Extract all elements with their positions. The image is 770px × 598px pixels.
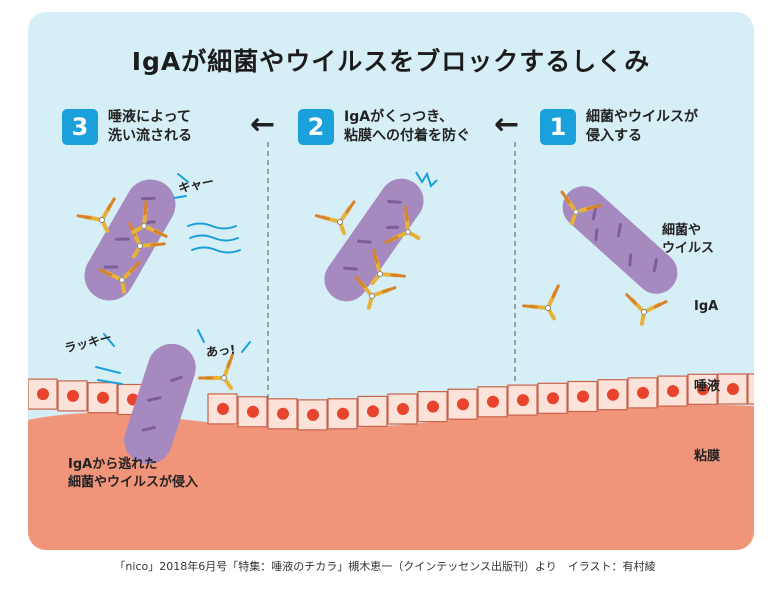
iga-antibody: [354, 275, 397, 310]
iga-antibody: [522, 284, 560, 321]
cell-nucleus: [577, 390, 589, 403]
iga-antibody: [198, 353, 234, 390]
bacterium-step2: [324, 178, 424, 302]
epithelial-cell: [747, 373, 754, 405]
step-2-line2: 粘膜への付着を防ぐ: [344, 128, 470, 144]
bacterium-step3: [84, 179, 176, 301]
saliva-label: 唾液: [694, 379, 721, 394]
page-title: IgAが細菌やウイルスをブロックするしくみ: [131, 47, 651, 76]
cell-nucleus: [607, 388, 619, 401]
cell-nucleus: [277, 407, 289, 420]
iga-antibody: [76, 197, 116, 233]
arrow-left-icon: ←: [250, 107, 276, 142]
step-3-line2: 洗い流される: [108, 128, 192, 144]
cell-nucleus: [697, 383, 709, 396]
step-1-line1: 細菌やウイルスが: [586, 109, 698, 125]
cell-nucleus: [97, 391, 109, 404]
iga-antibody: [384, 206, 421, 244]
iga-label: IgA: [694, 299, 719, 314]
arrow-left-icon: ←: [494, 107, 520, 142]
cell-nucleus: [457, 398, 469, 411]
iga-antibody: [131, 200, 168, 238]
cell-nucleus: [667, 385, 679, 398]
bacterium-escaping: [124, 343, 196, 465]
cell-nucleus: [307, 408, 319, 421]
step-2-badge: 2: [298, 109, 334, 145]
cell-nucleus: [547, 392, 559, 405]
step-2-line1: IgAがくっつき、: [344, 109, 454, 125]
step-2-header: 2 IgAがくっつき、 粘膜への付着を防ぐ: [298, 108, 470, 146]
cell-nucleus: [427, 400, 439, 413]
bacteria-label: 細菌や ウイルス: [662, 223, 715, 256]
sound-aa: あっ!: [205, 342, 237, 360]
illustration: [28, 142, 754, 550]
cell-nucleus: [397, 403, 409, 415]
step-1-header: 1 細菌やウイルスが 侵入する: [540, 108, 698, 146]
cell-nucleus: [337, 407, 349, 420]
cell-nucleus: [727, 383, 739, 395]
bacterium-step1: [562, 186, 678, 294]
source-caption: 「nico」2018年6月号「特集：唾液のチカラ」槻木恵一（クインテッセンス出版…: [114, 560, 656, 573]
cell-nucleus: [247, 405, 259, 418]
iga-antibody: [560, 190, 602, 226]
cell-nucleus: [487, 395, 499, 408]
mucosa-layer: [28, 404, 754, 550]
cell-nucleus: [517, 394, 529, 407]
wash-lines: [187, 222, 241, 254]
cell-nucleus: [637, 386, 649, 399]
cell-nucleus: [37, 388, 49, 401]
cell-nucleus: [367, 405, 379, 418]
cell-nucleus: [217, 402, 229, 415]
antibodies: [76, 190, 668, 390]
iga-antibody: [370, 248, 406, 286]
escape-label: IgAから逃れた 細菌やウイルスが侵入: [68, 457, 199, 490]
iga-antibody: [314, 200, 356, 236]
iga-antibody: [98, 261, 141, 294]
diagram-panel: IgAが細菌やウイルスをブロックするしくみ 1 細菌やウイルスが 侵入する 2 …: [28, 12, 754, 550]
shock-lines: [197, 329, 251, 353]
step-1-badge: 1: [540, 109, 576, 145]
step-3-badge: 3: [62, 109, 98, 145]
iga-antibody: [625, 293, 668, 326]
mucosa-label: 粘膜: [694, 449, 721, 464]
scream-lines: [173, 173, 189, 199]
step-3-line1: 唾液によって: [108, 109, 191, 125]
epithelial-cell: [237, 396, 268, 428]
lucky-lines: [95, 333, 123, 385]
step-1-line2: 侵入する: [586, 128, 642, 144]
impact-mark: [415, 171, 438, 188]
cell-nucleus: [67, 389, 79, 402]
step-3-header: 3 唾液によって 洗い流される: [62, 108, 192, 146]
